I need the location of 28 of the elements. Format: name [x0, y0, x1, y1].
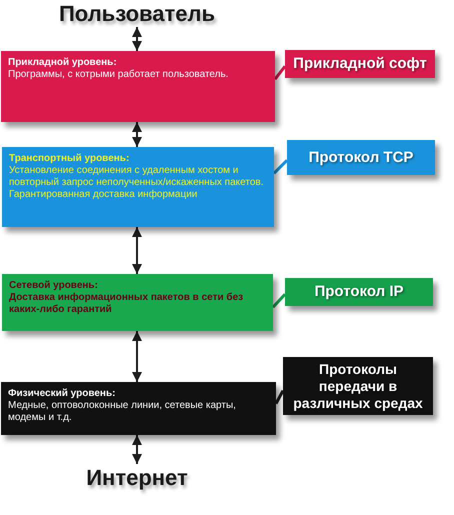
layer-box: [1, 382, 276, 435]
double-arrow: [132, 122, 142, 147]
callout-box: [283, 357, 433, 415]
callout-text: Протоколы передачи в различных средах: [292, 360, 424, 412]
callout-box: [287, 140, 435, 175]
layer-description: Установление соединения с удаленным хостом и повторный запрос неполученных/искаженных пакетов.: [9, 165, 264, 189]
layer-box: [1, 51, 275, 122]
layer-box: [2, 274, 273, 331]
callout-box: [285, 50, 435, 78]
endpoint-label: Интернет: [57, 464, 217, 492]
callout-box: [285, 278, 433, 306]
double-arrow: [132, 27, 142, 51]
layer-title: Сетевой уровень:: [9, 280, 98, 292]
callout-text: Протокол IP: [314, 283, 404, 301]
endpoint-label: Пользователь: [47, 0, 227, 27]
callout-text: Протокол TCP: [308, 148, 414, 166]
double-arrow: [132, 435, 142, 464]
layer-description: Медные, оптоволоконные линии, сетевые карты, модемы и т.д.: [8, 400, 237, 424]
double-arrow: [132, 331, 142, 382]
layer-title: Транспортный уровень:: [9, 153, 130, 165]
callout-text: Прикладной софт: [293, 55, 427, 73]
layer-title: Физический уровень:: [8, 388, 116, 400]
layer-title: Прикладной уровень:: [8, 57, 117, 69]
layer-description: Программы, с котрыми работает пользователь.: [8, 69, 228, 81]
layer-box: [2, 147, 274, 227]
layer-description: Доставка информационных пакетов в сети без каких-либо гарантий: [9, 292, 244, 316]
layer-description: Гарантированная доставка информации: [9, 189, 198, 201]
double-arrow: [132, 227, 142, 274]
